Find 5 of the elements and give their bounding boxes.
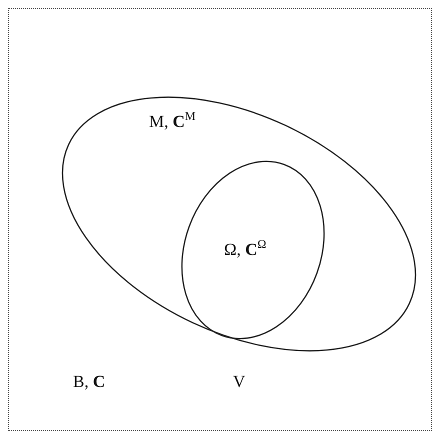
set-label: M, C$^{M}$ bbox=[149, 113, 196, 132]
boundary-label: V bbox=[233, 373, 246, 392]
dotted-frame bbox=[8, 8, 432, 431]
set-label: B, C bbox=[73, 373, 106, 392]
set-label: Ω, C$^{Ω}$ bbox=[224, 241, 266, 260]
